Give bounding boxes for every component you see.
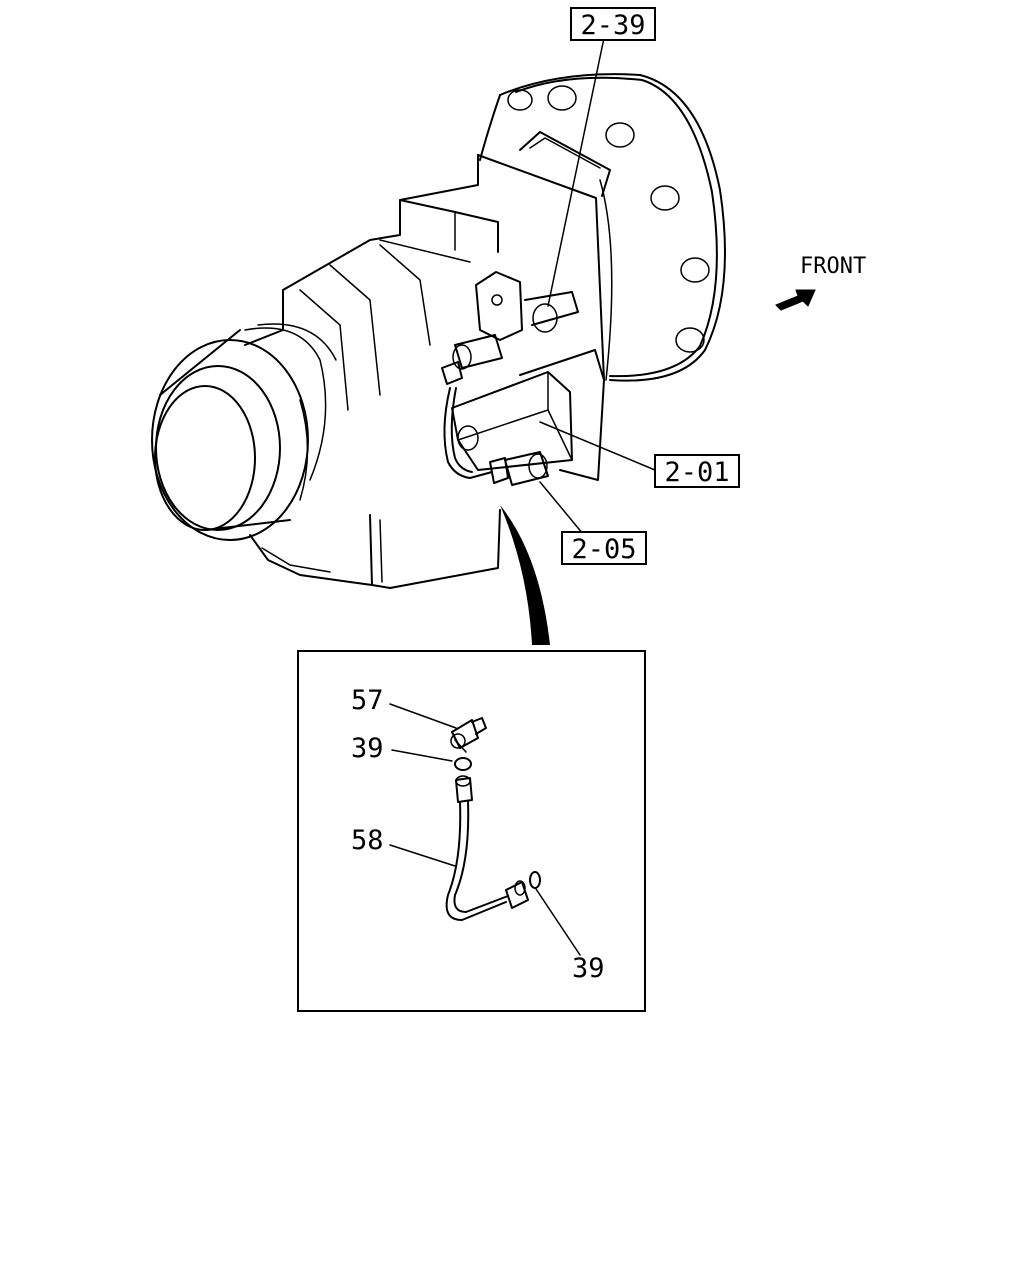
part-39-top-label: 39 [351, 733, 384, 764]
part-57-label: 57 [351, 685, 384, 716]
part-39-bottom-label: 39 [572, 953, 605, 984]
reference-leaders [539, 37, 656, 541]
front-direction-label: FRONT [800, 254, 866, 279]
ref-callout-2-05: 2-05 [561, 531, 647, 565]
ref-callout-2-01: 2-01 [654, 454, 740, 488]
transmission-case [244, 154, 605, 589]
elbow-fitting [450, 717, 487, 753]
detail-pointer [500, 505, 550, 645]
clutch-housing [479, 73, 726, 382]
ref-2-05-label: 2-05 [571, 534, 636, 565]
front-arrow-icon [775, 289, 816, 311]
part-58-label: 58 [351, 825, 384, 856]
ref-2-39-label: 2-39 [580, 10, 645, 41]
ref-2-01-label: 2-01 [664, 457, 729, 488]
ref-callout-2-39: 2-39 [570, 7, 656, 41]
transmission-assembly [151, 73, 726, 589]
front-direction-indicator: FRONT [775, 254, 866, 311]
clutch-cylinder [451, 349, 605, 471]
washer-bottom [529, 871, 541, 889]
washer-top [454, 757, 472, 771]
detail-box: 57 39 58 39 [297, 650, 646, 1012]
pipe-assembly [445, 775, 529, 921]
output-flange [151, 323, 337, 541]
connector-union [489, 451, 549, 486]
